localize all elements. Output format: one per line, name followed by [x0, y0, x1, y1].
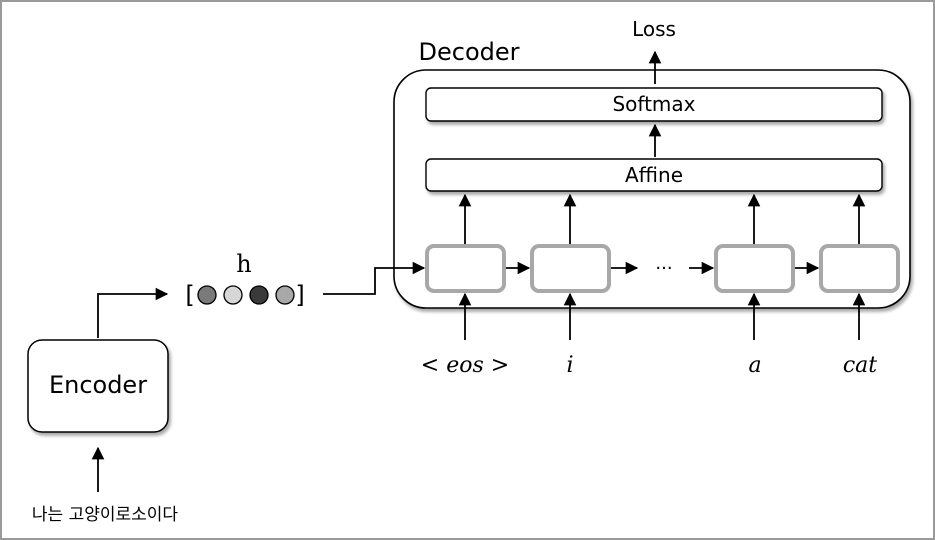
encoder-label: Encoder [49, 371, 147, 399]
lstm-cell-1 [425, 244, 506, 293]
softmax-label: Softmax [612, 92, 695, 116]
affine-label: Affine [625, 163, 683, 187]
softmax-layer [425, 87, 883, 122]
affine-layer [425, 158, 883, 192]
decoder-input-cat: cat [843, 353, 877, 378]
lstm-cell-3 [714, 244, 795, 293]
decoder-title: Decoder [419, 38, 520, 66]
ellipsis: ··· [655, 258, 672, 279]
decoder-input-a: a [748, 353, 761, 378]
hidden-dot-1 [197, 285, 217, 305]
bracket-open: [ [185, 281, 194, 309]
bracket-close: ] [295, 281, 304, 309]
hidden-dot-2 [223, 285, 243, 305]
lstm-cell-4 [819, 244, 900, 293]
decoder-input-i: i [566, 353, 573, 378]
loss-label: Loss [632, 17, 676, 41]
encoder-to-hidden-arrow [97, 287, 169, 338]
lstm-cell-2 [530, 244, 611, 293]
encoder-box [27, 339, 169, 433]
hidden-to-decoder-arrow [323, 261, 426, 295]
hidden-dot-4 [275, 285, 295, 305]
decoder-input-eos: < eos > [421, 353, 509, 378]
encoder-input-text: 나는 고양이로소이다 [32, 505, 179, 525]
hidden-dot-3 [249, 285, 269, 305]
hidden-label: h [236, 250, 251, 278]
